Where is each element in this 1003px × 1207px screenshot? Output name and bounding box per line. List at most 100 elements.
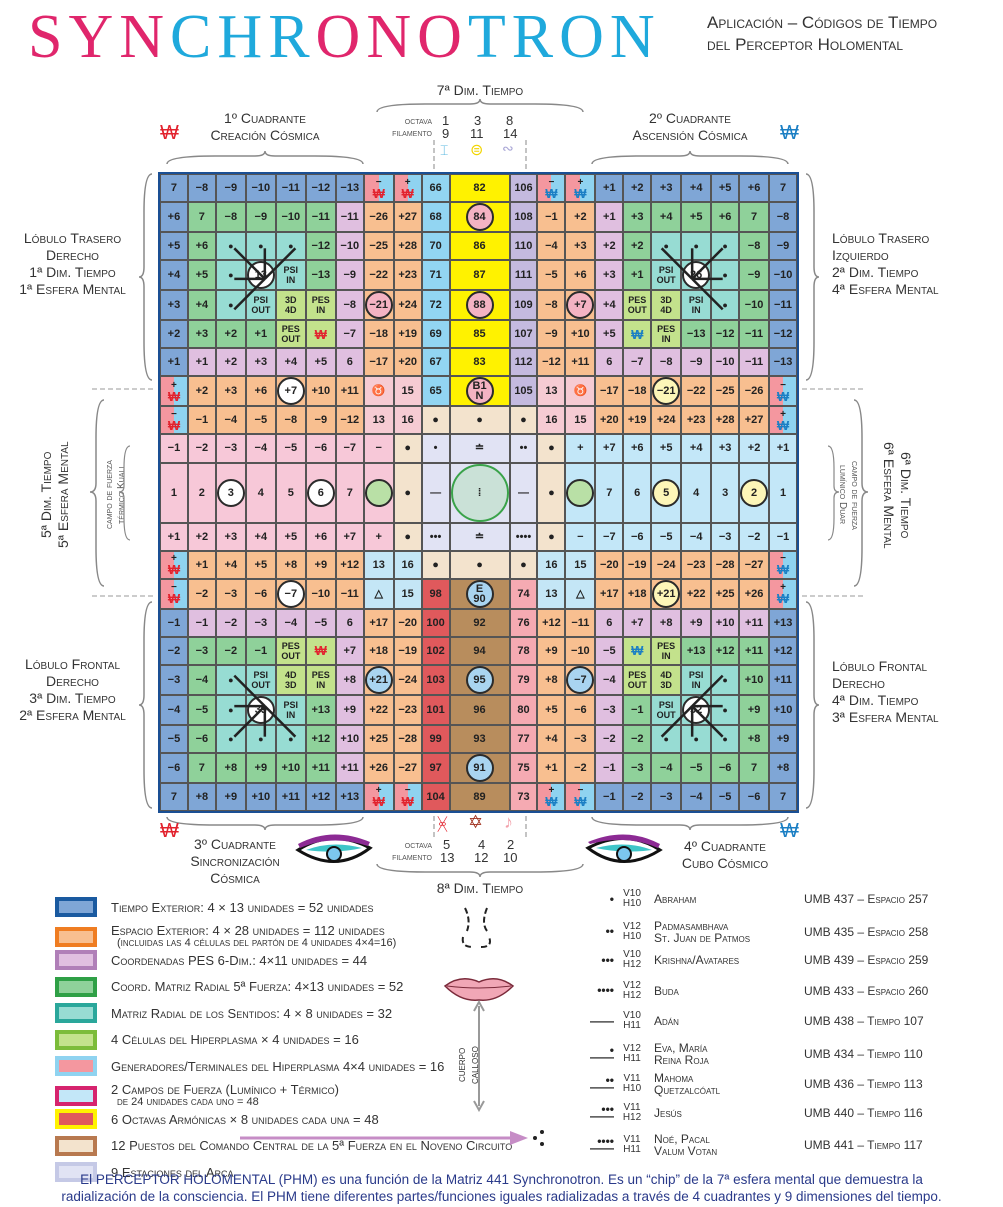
cell-value: −3 <box>659 790 673 803</box>
grid-cell: PES OUT <box>275 320 306 349</box>
cell-value: +21 <box>369 673 389 686</box>
octava-label: octava <box>404 116 432 127</box>
station-name-line: Reina Roja <box>654 1052 709 1067</box>
legend-line: Tiempo Exterior: 4 × 13 unidades = 52 un… <box>111 899 374 915</box>
grid-cell: +₩ <box>393 174 422 203</box>
legend-line: Generadores/Terminales del Hiperplasma 4… <box>111 1058 445 1074</box>
grid-cell: +19 <box>393 320 422 349</box>
grid-cell: +2 <box>187 376 216 407</box>
grid-cell: +7 <box>335 636 364 665</box>
grid-cell: −13 <box>681 320 712 349</box>
grid-cell: −5 <box>711 782 740 811</box>
generator-cell: +₩ <box>402 177 414 200</box>
cell-value: −1 <box>195 414 209 427</box>
grid-cell: 15 <box>565 550 596 579</box>
grid-cell: +1 <box>160 522 188 551</box>
grid-cell: −4 <box>537 232 566 261</box>
grid-cell: −27 <box>739 550 770 579</box>
footer-line: El PERCEPTOR HOLOMENTAL (PHM) es una fun… <box>80 1172 923 1187</box>
grid-cell: −8 <box>187 174 216 203</box>
generator-icon: ₩ <box>776 591 790 607</box>
cell-value: +7 <box>603 442 616 455</box>
title-letter: H <box>217 3 269 71</box>
grid-cell: +9 <box>245 752 276 783</box>
grid-cell: ● <box>711 232 740 261</box>
grid-cell: −19 <box>623 550 652 579</box>
grid-cell: 4D 3D <box>651 664 682 695</box>
footer-description: El PERCEPTOR HOLOMENTAL (PHM) es una fun… <box>0 1171 1003 1205</box>
cell-value: +4 <box>195 299 209 312</box>
grid-cell: +2 <box>595 232 624 261</box>
cell-value: +24 <box>656 414 676 427</box>
grid-cell: PES IN <box>651 636 682 665</box>
cell-value: −11 <box>571 616 590 629</box>
circle-marker: +21 <box>364 665 393 694</box>
cell-value: −3 <box>224 587 238 600</box>
cell-value: −12 <box>311 182 331 195</box>
station-h: H11 <box>623 1020 641 1031</box>
grid-cell: −3 <box>595 694 624 725</box>
grid-cell: −2 <box>565 752 596 783</box>
cell-value: — <box>430 486 442 499</box>
grid-cell: +24 <box>651 406 682 435</box>
generator-blue-icon: ₩ <box>780 122 799 144</box>
cell-value: 84 <box>473 211 486 224</box>
grid-cell: +13 <box>769 608 797 637</box>
cell-value: +5 <box>689 211 703 224</box>
grid-cell: −1 <box>537 202 566 233</box>
cell-value: −2 <box>224 644 238 657</box>
legend-item: 9 Estaciones del Arca <box>55 1162 234 1182</box>
cell-value: −3 <box>603 703 616 716</box>
quadrant-title: 2º Cuadrante <box>649 110 731 126</box>
grid-cell: −2 <box>595 724 624 753</box>
grid-cell: ● <box>245 724 276 753</box>
title-letter: N <box>609 3 661 71</box>
cell-value: −22 <box>369 269 389 282</box>
octava-4-icon: ✡ <box>468 812 484 832</box>
grid-cell: −4 <box>187 664 216 695</box>
cell-value: +2 <box>167 328 181 341</box>
cell-value: +5 <box>195 269 209 282</box>
legend-item: Coord. Matriz Radial 5ª Fuerza: 4×13 uni… <box>55 976 403 997</box>
generator-cell: +₩ <box>168 554 180 577</box>
cell-value: −11 <box>311 211 330 224</box>
cell-value: −2 <box>574 761 587 774</box>
octava-5-icon: ᚸ <box>437 814 448 834</box>
grid-cell: 88 <box>449 290 510 321</box>
grid-cell: ₩ <box>623 636 652 665</box>
grid-cell: −8 <box>275 406 306 435</box>
grid-cell: −2 <box>215 608 246 637</box>
arca-arrow <box>240 1130 544 1146</box>
brace-right-top <box>805 173 820 381</box>
filamento-value: 14 <box>503 126 518 141</box>
station-umb: UMB 438 – Tiempo 107 <box>804 1014 924 1028</box>
grid-cell: 6 <box>623 462 652 523</box>
cell-value: −1 <box>195 616 209 629</box>
legend-swatch <box>55 1003 97 1023</box>
legend-item: Tiempo Exterior: 4 × 13 unidades = 52 un… <box>55 897 373 917</box>
cell-value: +8 <box>284 558 298 571</box>
cell-value: +13 <box>773 616 793 629</box>
cell-value: −5 <box>718 790 732 803</box>
grid-cell: +4 <box>595 290 624 321</box>
dim-7-label: 7ª Dim. Tiempo <box>436 82 524 98</box>
grid-cell: 77 <box>509 724 538 753</box>
grid-cell: −8 <box>739 232 770 261</box>
grid-cell: +7 <box>275 376 306 407</box>
generator-icon: ₩ <box>401 794 414 810</box>
side-line: 2ª Esfera Mental <box>19 707 126 723</box>
cell-value: 6 <box>317 486 324 499</box>
grid-cell: +3 <box>711 434 740 463</box>
cell-value: 4D 3D <box>285 669 297 690</box>
circle-marker: −21 <box>364 291 393 320</box>
grid-cell: +6 <box>305 522 336 551</box>
legend-item: 6 Octavas Armónicas × 8 unidades cada un… <box>55 1109 379 1129</box>
octava-value: 4 <box>478 837 486 852</box>
cell-value: 7 <box>170 790 178 803</box>
title-letter: N <box>366 3 418 71</box>
grid-cell: −1 <box>187 608 216 637</box>
cell-value: −7 <box>284 587 298 600</box>
cell-value: 6 <box>606 356 613 369</box>
cell-value: 26 <box>690 269 703 282</box>
